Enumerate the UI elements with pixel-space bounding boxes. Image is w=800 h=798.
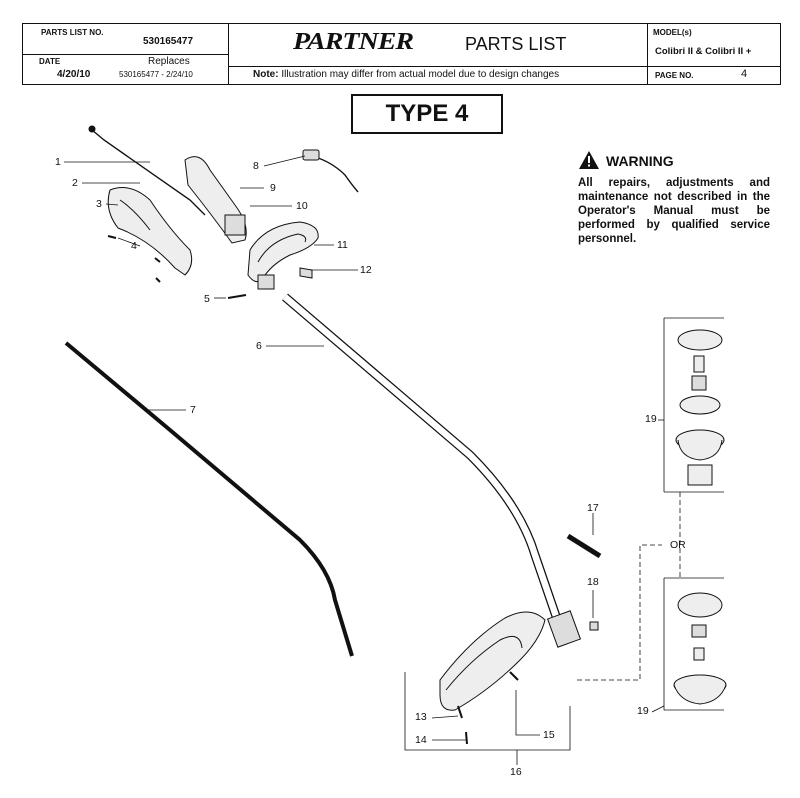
note-text: Illustration may differ from actual mode… <box>281 69 560 80</box>
callout-4: 4 <box>131 240 137 252</box>
callout-9: 9 <box>270 182 276 194</box>
model-value: Colibri II & Colibri II + <box>655 46 752 57</box>
callout-16: 16 <box>510 766 522 778</box>
callout-10: 10 <box>296 200 308 212</box>
callout-7: 7 <box>190 404 196 416</box>
replaces-value: 530165477 - 2/24/10 <box>119 70 193 79</box>
throttle-cable <box>91 129 206 216</box>
callout-2: 2 <box>72 177 78 189</box>
date-value: 4/20/10 <box>57 69 91 80</box>
title-block: PARTS LIST NO. 530165477 DATE 4/20/10 Re… <box>22 23 781 85</box>
or-label: OR <box>670 539 686 551</box>
stop-wire <box>307 154 359 193</box>
partner-logo: PARTNER <box>293 28 414 55</box>
parts-list-no: 530165477 <box>143 36 194 47</box>
callout-1: 1 <box>55 156 61 168</box>
warning-box: WARNING All repairs, adjustments and mai… <box>578 150 770 246</box>
page-label: PAGE NO. <box>655 71 694 80</box>
trimmer-head-b <box>673 592 727 705</box>
warning-icon <box>579 151 599 169</box>
date-label: DATE <box>39 57 61 66</box>
replaces-label: Replaces <box>148 56 190 67</box>
locking-pin <box>566 533 602 559</box>
callout-8: 8 <box>253 160 259 172</box>
type-label: TYPE 4 <box>351 94 503 134</box>
trimmer-guard <box>439 611 546 711</box>
flexible-drive-shaft <box>64 341 354 657</box>
callout-17: 17 <box>587 502 599 514</box>
model-label: MODEL(s) <box>653 28 692 37</box>
callout-19-upper: 19 <box>645 413 657 425</box>
warning-heading: WARNING <box>606 153 674 169</box>
callout-12: 12 <box>360 264 372 276</box>
trimmer-head-a <box>675 329 725 486</box>
page-number: 4 <box>741 68 748 80</box>
parts-list-title: PARTS LIST <box>465 34 567 54</box>
callout-15: 15 <box>543 729 555 741</box>
callout-11: 11 <box>337 239 348 251</box>
note-line: Note: Illustration may differ from actua… <box>253 69 559 80</box>
callout-5: 5 <box>204 293 210 305</box>
callout-18: 18 <box>587 576 599 588</box>
note-label: Note: <box>253 69 279 80</box>
callout-3: 3 <box>96 198 102 210</box>
callout-13: 13 <box>415 711 427 723</box>
callout-6: 6 <box>256 340 262 352</box>
callout-19-lower: 19 <box>637 705 649 717</box>
parts-list-no-label: PARTS LIST NO. <box>41 28 104 37</box>
callout-14: 14 <box>415 734 427 746</box>
warning-text: All repairs, adjustments and maintenance… <box>578 177 770 245</box>
handle-housing-left <box>107 187 193 276</box>
